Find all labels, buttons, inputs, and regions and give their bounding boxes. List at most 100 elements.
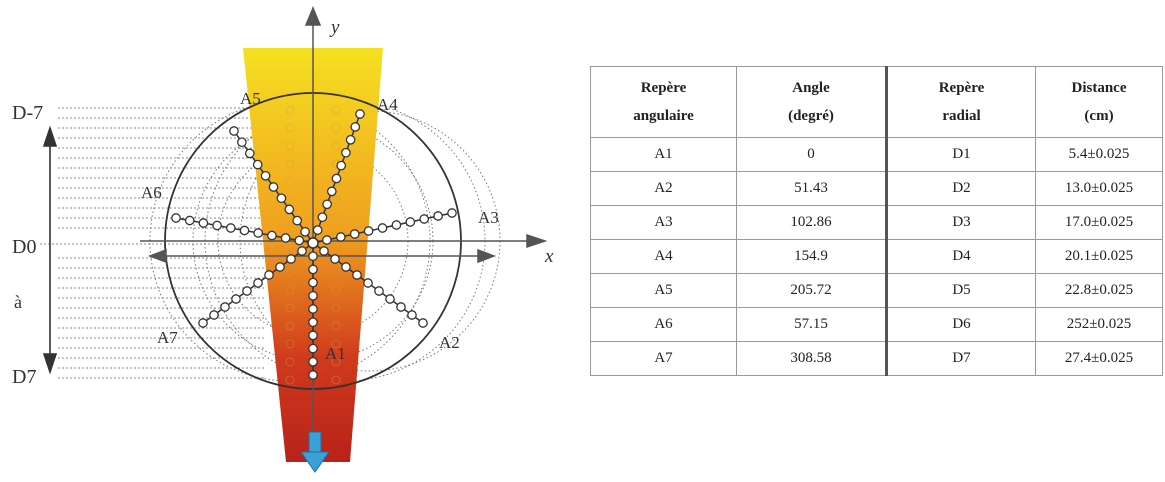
probe-point (294, 235, 305, 246)
faint-probe-point (285, 177, 295, 187)
table-row: A3 102.86 D3 17.0±0.025 (590, 205, 1163, 240)
range-arrow-up-head (42, 125, 58, 147)
faint-probe-point (331, 375, 341, 385)
probe-point (171, 213, 181, 223)
probe-point (267, 230, 277, 241)
label-a7: A7 (157, 328, 178, 347)
faint-probe-point (331, 357, 341, 367)
label-connector: à (14, 292, 22, 312)
y-axis-label: y (329, 17, 340, 38)
header-angle: Angle (degré) (736, 66, 887, 138)
center-point (307, 237, 319, 249)
probe-point (284, 204, 295, 215)
probe-rays (171, 109, 457, 380)
probe-point (385, 294, 395, 304)
probe-point (319, 246, 329, 256)
cell-angle: 308.58 (736, 341, 887, 376)
table-row: A2 51.43 D2 13.0±0.025 (590, 171, 1163, 206)
probe-point (225, 223, 236, 233)
x-axis-label: x (544, 246, 554, 267)
faint-probe-point (331, 285, 341, 295)
faint-probe-point (285, 375, 295, 385)
probe-point (209, 310, 219, 320)
cell-angular: A5 (590, 273, 737, 308)
table-row: A5 205.72 D5 22.8±0.025 (590, 273, 1163, 308)
probe-point (377, 223, 388, 233)
probe-point (330, 254, 340, 264)
probe-point (331, 173, 342, 184)
cell-distance: 17.0±0.025 (1035, 205, 1163, 240)
probe-point (231, 294, 241, 304)
probe-point (322, 235, 332, 245)
probe-point (391, 220, 402, 230)
label-a1: A1 (325, 344, 346, 363)
faint-probe-point (285, 105, 295, 115)
probe-point (297, 246, 307, 256)
label-a2: A2 (439, 333, 460, 352)
secondary-axis-right-arrowhead (477, 248, 497, 264)
probe-point (312, 225, 323, 235)
probe-point (447, 208, 457, 218)
label-d0: D0 (12, 236, 36, 258)
probe-point (350, 122, 361, 132)
cell-radial: D6 (885, 307, 1036, 342)
range-arrow-down-head (42, 353, 58, 375)
cell-angle: 154.9 (736, 239, 887, 274)
probe-point (326, 186, 337, 197)
probe-point (396, 302, 406, 312)
cell-distance: 13.0±0.025 (1035, 171, 1163, 206)
probe-point (341, 147, 351, 158)
probe-point (220, 302, 230, 312)
probe-point (335, 232, 346, 242)
probe-point (276, 193, 287, 204)
probe-point (252, 159, 263, 170)
measurement-diagram: y x A1 A2 A3 A4 A5 A6 A7 D-7 D0 à D7 (12, 6, 554, 473)
faint-probe-point (285, 267, 295, 277)
probe-point (198, 318, 208, 328)
probe-point (242, 286, 252, 296)
x-axis-arrowhead (526, 233, 548, 249)
probe-point (322, 199, 332, 210)
probe-point (280, 233, 291, 243)
probe-point (407, 310, 417, 320)
radial-range-arrow (42, 125, 58, 375)
faint-probe-point (331, 303, 341, 313)
table-row: A6 57.15 D6 252±0.025 (590, 307, 1163, 342)
parameters-table: Repère angulaire Angle (degré) Repère ra… (590, 66, 1163, 376)
faint-probe-point (285, 159, 295, 169)
cell-radial: D5 (885, 273, 1036, 308)
probe-point (300, 226, 310, 237)
probe-point (237, 137, 247, 148)
label-d-bottom: D7 (12, 366, 36, 388)
faint-probe-point (331, 339, 341, 349)
cell-radial: D3 (885, 205, 1036, 240)
header-angular-marker: Repère angulaire (590, 66, 737, 138)
header-radial-marker: Repère radial (885, 66, 1036, 138)
table-row: A4 154.9 D4 20.1±0.025 (590, 239, 1163, 274)
table-row: A7 308.58 D7 27.4±0.025 (590, 341, 1163, 376)
faint-probe-point (285, 303, 295, 313)
probe-point (374, 286, 384, 296)
probe-point (308, 251, 318, 262)
faint-probe-point (285, 321, 295, 331)
probe-point (292, 215, 303, 226)
probe-point (308, 343, 318, 354)
probe-point (308, 317, 318, 328)
cell-distance: 252±0.025 (1035, 307, 1163, 342)
cell-angle: 102.86 (736, 205, 887, 240)
probe-point (286, 254, 296, 264)
probe-point (317, 212, 328, 223)
cell-distance: 5.4±0.025 (1035, 137, 1163, 172)
probe-point (336, 160, 347, 171)
cell-radial: D7 (885, 341, 1036, 376)
cell-angle: 51.43 (736, 171, 887, 206)
probe-point (260, 170, 271, 181)
faint-probe-point (285, 141, 295, 151)
y-axis-arrowhead (304, 6, 322, 26)
probe-point (239, 225, 250, 236)
probe-point (268, 182, 279, 192)
faint-probe-point (331, 105, 341, 115)
probe-point (264, 270, 274, 280)
probe-point (345, 134, 356, 145)
outflow-arrow (300, 431, 330, 473)
